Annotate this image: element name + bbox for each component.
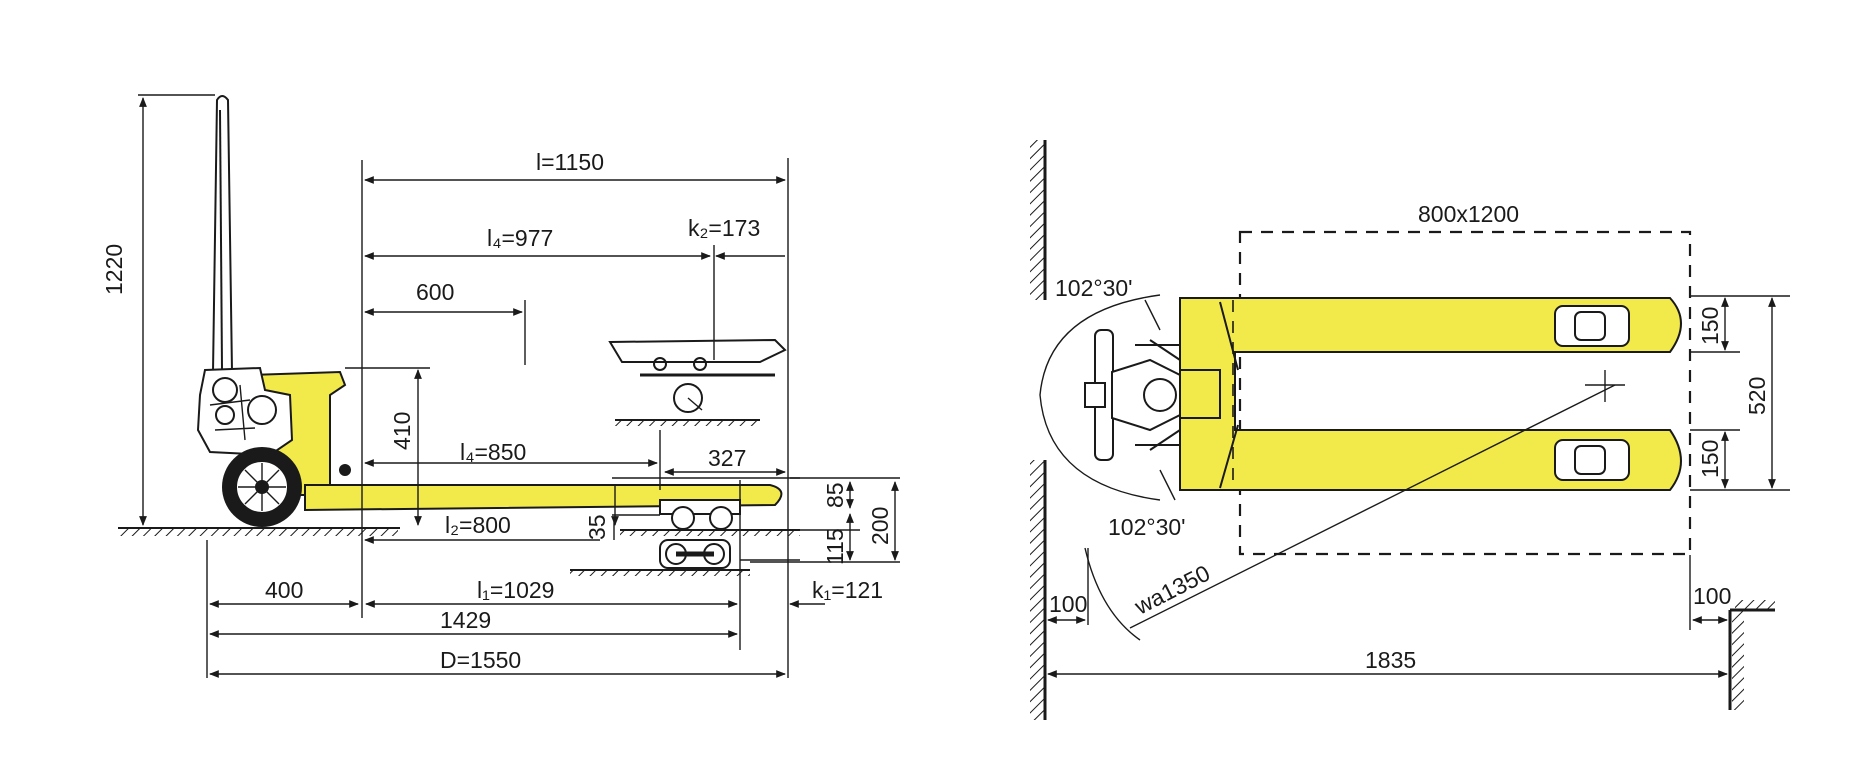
dim-200: 200 bbox=[867, 507, 893, 545]
dim-aisle-1835: 1835 bbox=[1365, 647, 1416, 673]
wall-bottom-left bbox=[1030, 460, 1044, 720]
dim-k2-173: k₂=173 bbox=[688, 215, 760, 241]
dim-l2-800: l₂=800 bbox=[445, 512, 511, 538]
dim-35: 35 bbox=[584, 514, 610, 540]
side-view: 1220 l=1150 k₂=173 l₄=977 600 410 l₄=850… bbox=[101, 94, 900, 678]
dim-400: 400 bbox=[265, 577, 303, 603]
dim-l-1150: l=1150 bbox=[536, 149, 604, 175]
dim-l4-977: l₄=977 bbox=[487, 225, 553, 251]
dim-fork-150-top: 150 bbox=[1697, 307, 1723, 345]
turning-radius-line bbox=[1129, 384, 1616, 629]
dim-angle-top: 102°30' bbox=[1055, 275, 1133, 301]
dim-angle-bottom: 102°30' bbox=[1108, 514, 1186, 540]
dim-pallet-800x1200: 800x1200 bbox=[1418, 201, 1519, 227]
dim-D-1550: D=1550 bbox=[440, 647, 521, 673]
load-rollers-detail bbox=[570, 539, 750, 576]
dim-115: 115 bbox=[822, 528, 848, 565]
dim-410: 410 bbox=[389, 412, 415, 450]
swing-arc bbox=[1039, 294, 1161, 501]
truck-body-top bbox=[1179, 297, 1682, 491]
handle-top-view bbox=[1084, 329, 1181, 461]
dim-1429: 1429 bbox=[440, 607, 491, 633]
tiller-handle bbox=[211, 95, 234, 373]
dim-wa-1350: wa1350 bbox=[1130, 560, 1214, 620]
dim-k1-121: k₁=121 bbox=[812, 577, 883, 603]
dim-1220: 1220 bbox=[101, 244, 127, 295]
ground-hatch bbox=[118, 528, 398, 536]
fork-tip-raised-detail bbox=[608, 245, 787, 426]
pallet-outline bbox=[1238, 230, 1692, 556]
dim-l1-1029: l₁=1029 bbox=[477, 577, 554, 603]
top-view: 800x1200 102°30' 102°30' 150 150 520 wa1… bbox=[1030, 140, 1790, 720]
load-rollers-lowered bbox=[620, 499, 800, 536]
dim-l4-850: l₄=850 bbox=[460, 439, 526, 465]
dim-fork-150-bottom: 150 bbox=[1697, 440, 1723, 478]
wall-right bbox=[1732, 610, 1744, 710]
wall-top-left bbox=[1030, 140, 1044, 300]
dim-clearance-left-100: 100 bbox=[1049, 591, 1087, 617]
dim-85: 85 bbox=[822, 482, 848, 508]
dim-600: 600 bbox=[416, 279, 454, 305]
dim-width-520: 520 bbox=[1744, 377, 1770, 415]
dim-327: 327 bbox=[708, 445, 746, 471]
steer-wheel bbox=[222, 447, 302, 527]
dim-clearance-right-100: 100 bbox=[1693, 583, 1731, 609]
